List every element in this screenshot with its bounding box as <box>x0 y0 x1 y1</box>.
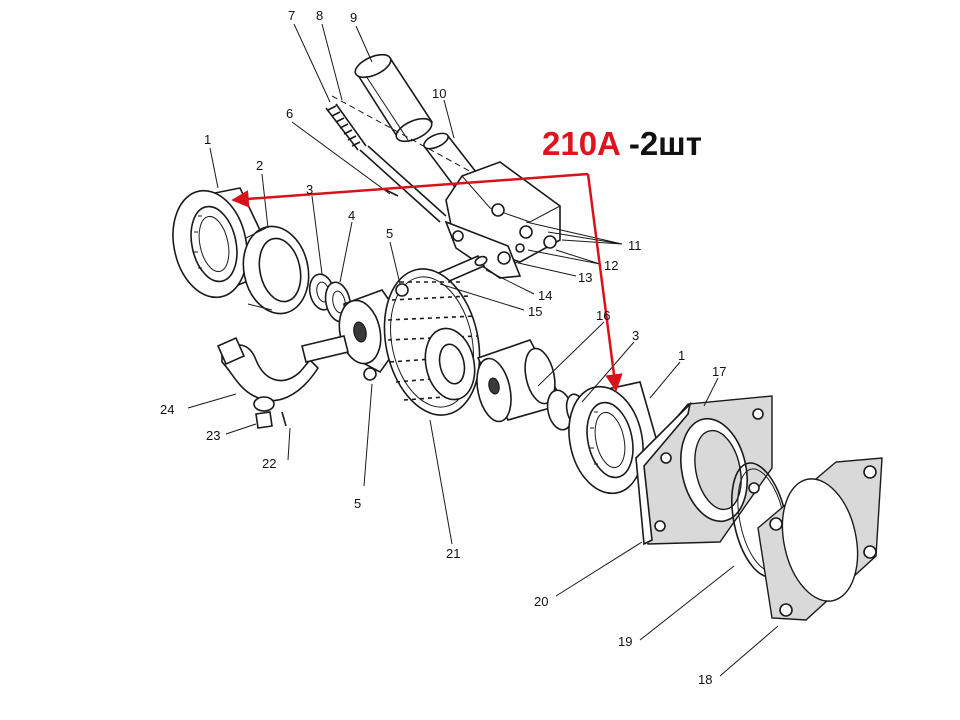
callout-arrows <box>231 172 623 392</box>
label-part-17: 17 <box>712 364 726 379</box>
part-22-pin <box>281 411 287 427</box>
part-6-pin <box>385 189 399 197</box>
part-labels: 1 2 3 4 5 6 7 8 9 10 11 12 13 14 15 16 3… <box>160 8 726 687</box>
label-part-1-left: 1 <box>204 132 211 147</box>
label-part-3-right: 3 <box>632 328 639 343</box>
label-part-13: 13 <box>578 270 592 285</box>
part-9-sleeve <box>354 53 434 143</box>
callout-label: 210A -2шт <box>542 125 702 162</box>
callout-code: 210A <box>542 125 620 162</box>
part-7-spring <box>325 103 367 151</box>
part-21-gear <box>383 268 481 416</box>
part-23-screw <box>255 411 273 429</box>
label-part-12: 12 <box>604 258 618 273</box>
part-1-bearing-right <box>568 381 665 495</box>
label-part-23: 23 <box>206 428 220 443</box>
label-part-8: 8 <box>316 8 323 23</box>
label-part-20: 20 <box>534 594 548 609</box>
part-18-gasket <box>757 457 883 621</box>
label-part-14: 14 <box>538 288 552 303</box>
label-part-24: 24 <box>160 402 174 417</box>
label-part-3-left: 3 <box>306 182 313 197</box>
label-part-7: 7 <box>288 8 295 23</box>
label-part-11: 11 <box>628 238 642 253</box>
part-2-ring <box>242 225 310 315</box>
label-part-19: 19 <box>618 634 632 649</box>
part-20-cover-flange <box>635 395 773 546</box>
label-part-5-lower: 5 <box>354 496 361 511</box>
part-24-fork <box>216 335 349 412</box>
red-arrow-to-bearing-left <box>231 172 589 208</box>
leader-lines <box>187 23 779 677</box>
part-shift-fork-housing <box>444 161 561 279</box>
label-part-9: 9 <box>350 10 357 25</box>
part-8-rod <box>331 95 487 223</box>
callout-qty: -2шт <box>620 125 702 162</box>
part-5-ball-lower <box>363 367 377 381</box>
label-part-16: 16 <box>596 308 610 323</box>
label-part-4: 4 <box>348 208 355 223</box>
part-5-ball-upper <box>395 283 409 297</box>
label-part-18: 18 <box>698 672 712 687</box>
red-arrow-to-bearing-right <box>586 173 623 392</box>
label-part-5-upper: 5 <box>386 226 393 241</box>
part-16-shaft <box>476 339 574 431</box>
label-part-2: 2 <box>256 158 263 173</box>
label-part-6: 6 <box>286 106 293 121</box>
label-part-1-right: 1 <box>678 348 685 363</box>
label-part-21: 21 <box>446 546 460 561</box>
label-part-10: 10 <box>432 86 446 101</box>
label-part-15: 15 <box>528 304 542 319</box>
label-part-22: 22 <box>262 456 276 471</box>
